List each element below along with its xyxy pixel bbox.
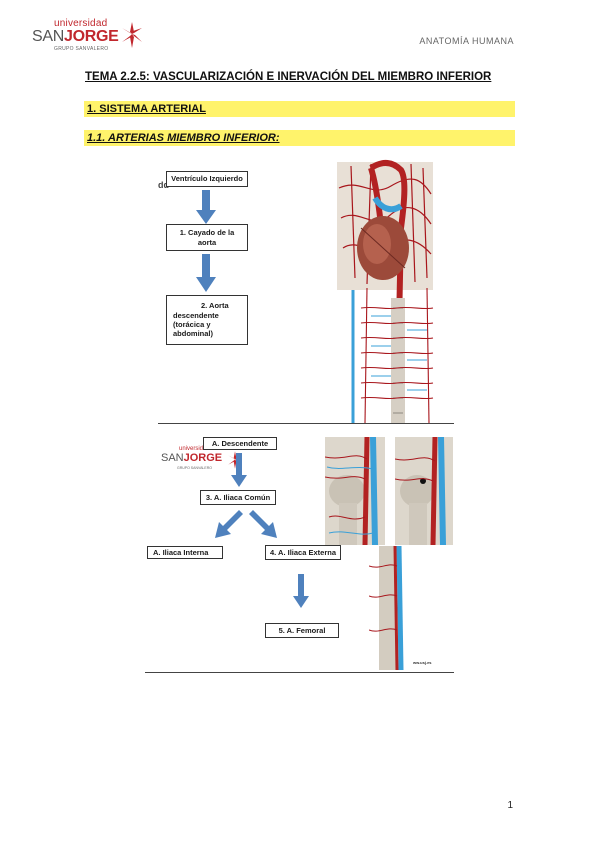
flow-box-descendente: A. Descendente xyxy=(203,437,277,450)
subject-name: ANATOMÍA HUMANA xyxy=(419,36,514,46)
figure2-logo: universidad SANJORGE GRUPO SANVALERO xyxy=(161,446,242,476)
figure1-baseline xyxy=(158,423,454,424)
figure2-baseline xyxy=(145,672,454,673)
logo-star-icon xyxy=(122,22,142,48)
hip-anatomy-illustration-left xyxy=(325,437,385,545)
section-heading-1-1: 1.1. ARTERIAS MIEMBRO INFERIOR: xyxy=(84,130,515,146)
figure-credit: ww.usj.es xyxy=(413,660,432,665)
flow-box-iliaca-interna: A. Iliaca Interna xyxy=(147,546,223,559)
arrow-down-icon xyxy=(196,190,216,224)
logo-line-2: SANJORGE xyxy=(32,28,119,45)
thigh-anatomy-illustration xyxy=(369,546,411,670)
arrow-diagonal-left-icon xyxy=(215,510,243,538)
arrow-down-icon xyxy=(231,453,247,487)
section-heading-1: 1. SISTEMA ARTERIAL xyxy=(84,101,515,117)
arrow-down-icon xyxy=(196,254,216,292)
logo-line-3: GRUPO SANVALERO xyxy=(54,46,109,52)
hip-anatomy-illustration-right xyxy=(395,437,453,545)
figure1-logo-fragment: dd xyxy=(158,180,169,190)
figure-iliac-flowchart: universidad SANJORGE GRUPO SANVALERO A. … xyxy=(145,434,454,674)
aorta-anatomy-illustration xyxy=(331,158,435,423)
flow-box-iliaca-comun: 3. A. Iliaca Común xyxy=(200,490,276,505)
document-title: TEMA 2.2.5: VASCULARIZACIÓN E INERVACIÓN… xyxy=(85,71,492,83)
logo-line-1: universidad xyxy=(54,18,108,29)
arrow-diagonal-right-icon xyxy=(249,510,277,538)
flow-box-ventriculo: Ventrículo Izquierdo xyxy=(166,171,248,187)
university-logo: universidad SANJORGE GRUPO SANVALERO xyxy=(32,18,144,52)
flow-box-femoral: 5. A. Femoral xyxy=(265,623,339,638)
flow-box-iliaca-externa: 4. A. Iliaca Externa xyxy=(265,545,341,560)
page-number: 1 xyxy=(507,800,513,811)
arrow-down-icon xyxy=(293,574,309,608)
flow-box-aorta-descendente: 2. Aorta descendente (torácica y abdomin… xyxy=(166,295,248,345)
